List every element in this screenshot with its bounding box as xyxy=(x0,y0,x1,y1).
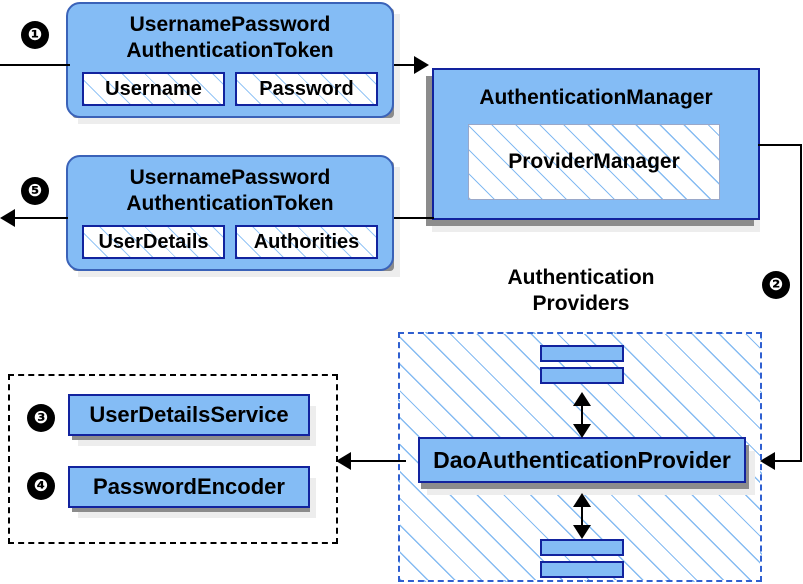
response-authentication-token[interactable]: UsernamePassword AuthenticationToken Use… xyxy=(66,155,394,271)
provider-link-bottom-line xyxy=(581,498,583,536)
user-details-field[interactable]: UserDetails xyxy=(82,225,225,259)
provider-link-bottom-arrow-down xyxy=(573,525,591,539)
manager-to-provider-arrowhead xyxy=(760,452,775,470)
provider-bar-bottom-2 xyxy=(540,561,624,578)
providers-caption-line1: Authentication xyxy=(507,266,655,289)
request-token-title-line1: UsernamePassword xyxy=(129,13,331,36)
manager-to-response-line xyxy=(394,217,434,219)
response-token-fields: UserDetails Authorities xyxy=(82,225,378,259)
provider-bars-top[interactable] xyxy=(540,345,624,384)
response-token-title-line1: UsernamePassword xyxy=(129,166,331,189)
provider-bar-top-1 xyxy=(540,345,624,362)
username-field[interactable]: Username xyxy=(82,72,225,106)
request-to-manager-line xyxy=(394,64,424,66)
step-3-bullet: ❸ xyxy=(28,405,54,431)
request-token-title-line2: AuthenticationToken xyxy=(126,39,334,62)
password-encoder-box[interactable]: PasswordEncoder xyxy=(68,466,310,508)
provider-link-top-arrow-up xyxy=(573,392,591,406)
manager-to-provider-line-bottom xyxy=(775,460,802,462)
password-field[interactable]: Password xyxy=(235,72,378,106)
dao-authentication-provider-box[interactable]: DaoAuthenticationProvider xyxy=(418,437,746,483)
manager-to-provider-line-top xyxy=(758,144,802,146)
provider-bar-bottom-1 xyxy=(540,539,624,556)
request-authentication-token[interactable]: UsernamePassword AuthenticationToken Use… xyxy=(66,2,394,118)
provider-link-bottom-arrow-up xyxy=(573,493,591,507)
provider-bar-top-2 xyxy=(540,367,624,384)
incoming-request-line xyxy=(0,64,70,66)
response-token-title: UsernamePassword AuthenticationToken xyxy=(68,165,392,217)
providers-caption-line2: Providers xyxy=(532,292,630,315)
step-1-bullet: ❶ xyxy=(22,22,48,48)
manager-to-provider-line-vertical xyxy=(800,144,802,462)
step-2-bullet: ❷ xyxy=(763,272,789,298)
request-token-fields: Username Password xyxy=(82,72,378,106)
provider-to-collaborators-line xyxy=(350,460,406,462)
request-token-title: UsernamePassword AuthenticationToken xyxy=(68,12,392,64)
provider-link-top-arrow-down xyxy=(573,424,591,438)
response-outgoing-arrowhead xyxy=(0,209,15,227)
user-details-service-box[interactable]: UserDetailsService xyxy=(68,394,310,436)
response-token-title-line2: AuthenticationToken xyxy=(126,192,334,215)
authentication-providers-caption: Authentication Providers xyxy=(470,265,692,317)
provider-manager-box[interactable]: ProviderManager xyxy=(468,124,720,200)
request-to-manager-arrowhead xyxy=(414,56,429,74)
step-5-bullet: ❺ xyxy=(22,178,48,204)
response-outgoing-line xyxy=(8,217,68,219)
provider-bars-bottom[interactable] xyxy=(540,539,624,578)
step-4-bullet: ❹ xyxy=(28,473,54,499)
provider-link-top-line xyxy=(581,397,583,435)
authorities-field[interactable]: Authorities xyxy=(235,225,378,259)
provider-to-collaborators-arrowhead xyxy=(336,452,351,470)
authentication-manager-title: AuthenticationManager xyxy=(479,86,713,109)
